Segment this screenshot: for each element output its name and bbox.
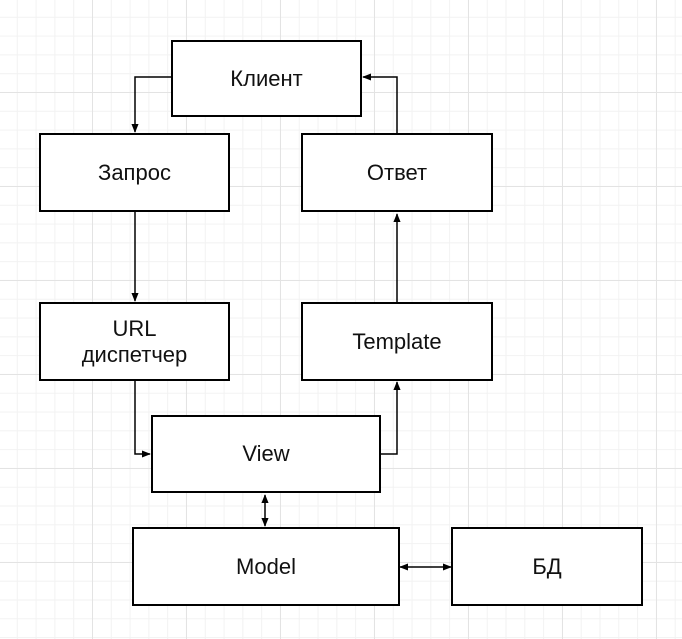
edge-response-to-client bbox=[362, 73, 398, 133]
node-client: Клиент bbox=[171, 40, 362, 117]
node-response: Ответ bbox=[301, 133, 493, 212]
node-template: Template bbox=[301, 302, 493, 381]
edge-url-dispatcher-to-view bbox=[134, 381, 151, 458]
node-url-dispatcher-label: URL диспетчер bbox=[81, 315, 188, 367]
node-model: Model bbox=[132, 527, 400, 606]
node-response-label: Ответ bbox=[366, 159, 428, 185]
node-template-label: Template bbox=[352, 328, 442, 354]
node-request-label: Запрос bbox=[98, 159, 171, 185]
edge-view-to-template bbox=[380, 381, 401, 455]
node-model-label: Model bbox=[236, 553, 296, 579]
node-client-label: Клиент bbox=[230, 65, 303, 91]
node-url-dispatcher: URL диспетчер bbox=[39, 302, 230, 381]
node-request: Запрос bbox=[39, 133, 230, 212]
node-view: View bbox=[151, 415, 381, 493]
node-view-label: View bbox=[242, 441, 290, 466]
edge-client-to-request bbox=[131, 76, 171, 133]
node-db: БД bbox=[451, 527, 643, 606]
node-db-label: БД bbox=[532, 553, 562, 579]
